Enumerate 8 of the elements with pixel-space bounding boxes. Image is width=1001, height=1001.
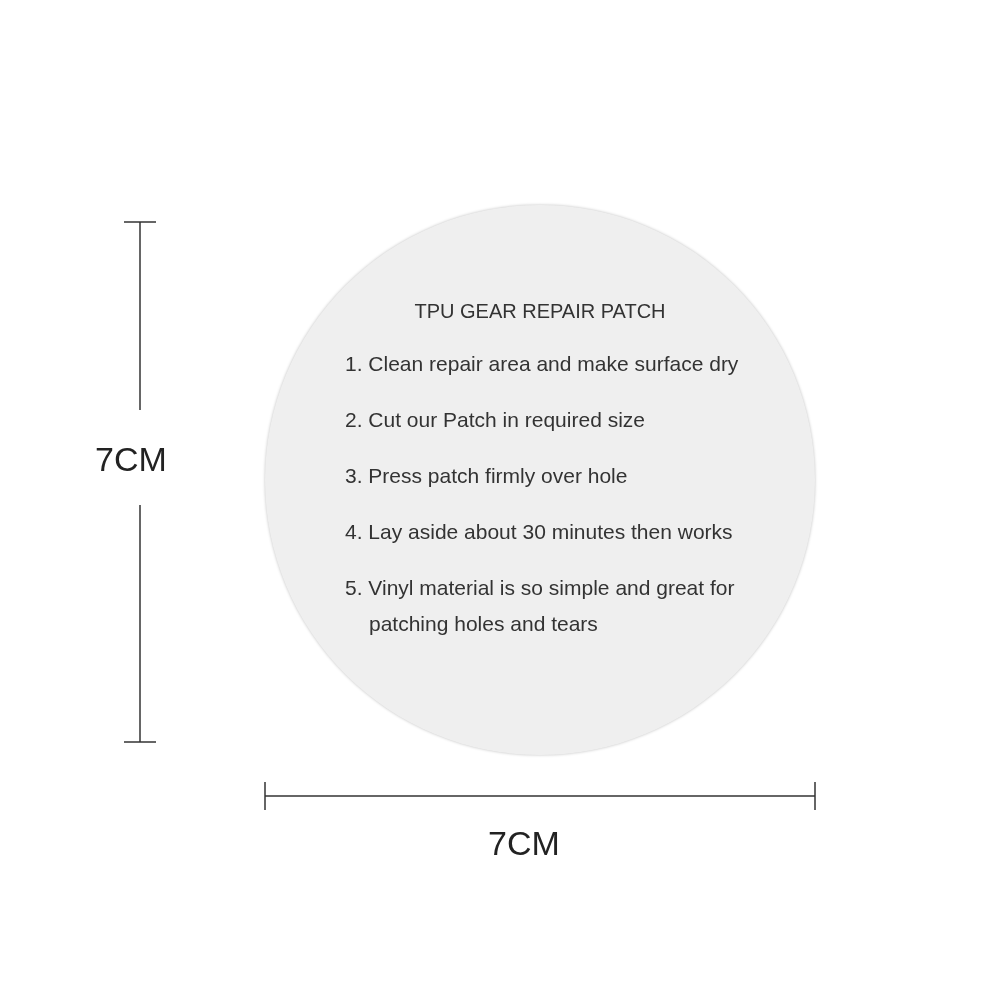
dimension-label: 7CM [95,440,167,479]
instruction-text: 3. Press patch firmly over hole [345,463,629,489]
instruction-text: 2. Cut our Patch in required size [345,407,646,433]
instruction-text: 1. Clean repair area and make surface dry [345,351,740,377]
instruction-text: 5. Vinyl material is so simple and great for patching holes and tears [345,575,736,637]
dimension-label: 7CM [488,824,560,863]
patch-title: TPU GEAR REPAIR PATCH [413,300,667,323]
instruction-text: 4. Lay aside about 30 minutes then works [345,519,734,545]
